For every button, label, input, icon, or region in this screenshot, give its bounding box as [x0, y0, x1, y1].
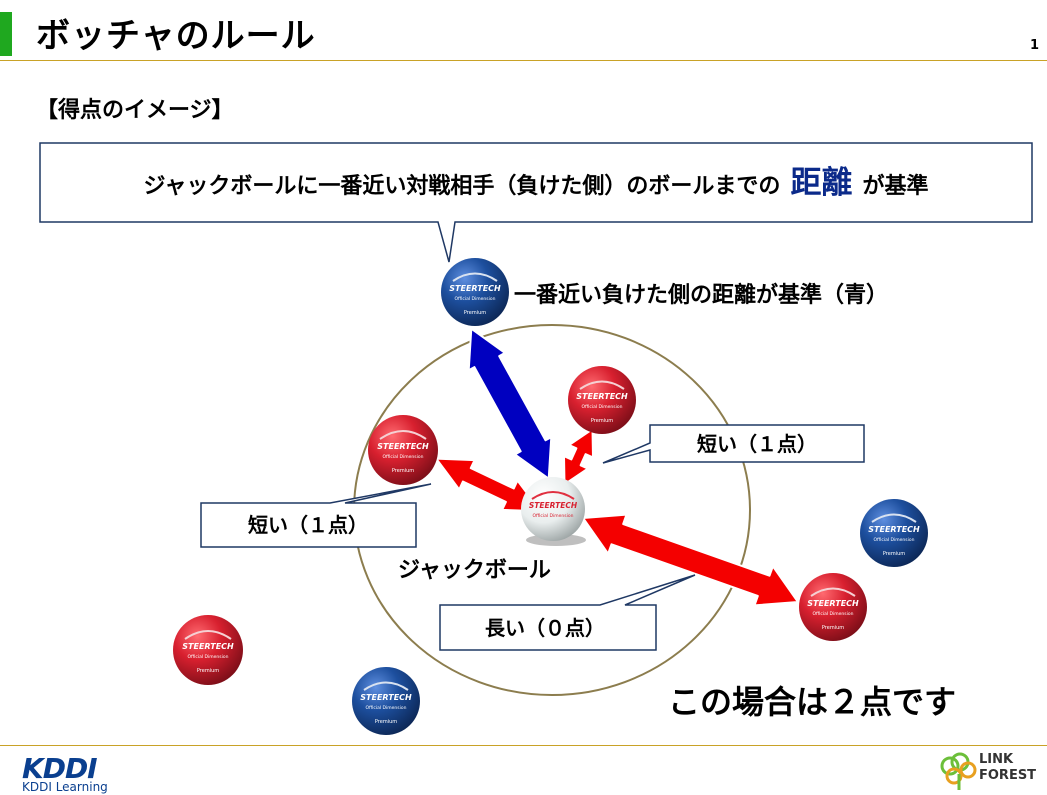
link-forest-logo-text: LINK FOREST	[979, 752, 1039, 784]
arrow-blue-nearest	[467, 327, 553, 480]
ball-logo-swoosh	[871, 513, 917, 523]
ball-red-bottom-left: STEERTECH Official Dimension Premium	[173, 615, 243, 685]
ball-sub: Official Dimension	[582, 404, 623, 410]
ball-red-left: STEERTECH Official Dimension Premium	[368, 415, 438, 485]
label-blue-nearest: 一番近い負けた側の距離が基準（青）	[514, 282, 888, 308]
ball-grade: Premium	[375, 719, 397, 725]
ball-sub: Official Dimension	[383, 454, 424, 460]
section-label: 【得点のイメージ】	[36, 98, 234, 123]
ball-brand: STEERTECH	[576, 392, 628, 401]
main-callout-text-before: ジャックボールに一番近い対戦相手（負けた側）のボールまでの	[144, 173, 781, 199]
ball-sub: Official Dimension	[813, 611, 854, 617]
ball-grade: Premium	[464, 310, 486, 316]
kddi-logo: KDDI	[22, 752, 98, 785]
title-divider	[0, 60, 1047, 61]
ball-logo-swoosh	[363, 681, 409, 691]
ball-brand: STEERTECH	[182, 642, 234, 651]
label-jack: ジャックボール	[398, 558, 551, 583]
callout-short-left-text: 短い（１点）	[248, 513, 368, 537]
ball-red-far-right: STEERTECH Official Dimension Premium	[799, 573, 867, 641]
ball-jack: STEERTECH Official Dimension	[521, 477, 586, 546]
ball-sub: Official Dimension	[366, 705, 407, 711]
arrow-red-short-right	[563, 428, 594, 486]
title-accent-bar	[0, 12, 12, 56]
ball-logo-swoosh	[810, 587, 856, 597]
main-callout-box	[39, 142, 1033, 263]
ball-logo-swoosh	[579, 380, 625, 390]
ball-grade: Premium	[822, 625, 844, 631]
link-forest-tree-icon	[940, 752, 977, 790]
arrow-red-long	[582, 513, 799, 607]
footer-divider	[0, 745, 1047, 746]
ball-grade: Premium	[392, 468, 414, 474]
link-forest-line2: FOREST	[979, 768, 1037, 783]
ball-brand: STEERTECH	[360, 693, 412, 702]
ball-sub: Official Dimension	[455, 296, 496, 302]
ball-sub: Official Dimension	[874, 537, 915, 543]
ball-grade: Premium	[197, 668, 219, 674]
main-callout-emphasis: 距離	[790, 165, 852, 201]
callout-short-right-text: 短い（１点）	[697, 432, 817, 456]
ball-brand: STEERTECH	[807, 599, 859, 608]
page-number: 1	[1030, 38, 1040, 53]
ball-red-upper-right: STEERTECH Official Dimension Premium	[568, 366, 636, 434]
callout-short-right: 短い（１点）	[602, 424, 865, 464]
result-text: この場合は２点です	[668, 683, 956, 721]
ball-blue-bottom: STEERTECH Official Dimension Premium	[352, 667, 420, 735]
callout-long-text: 長い（０点）	[485, 616, 605, 640]
ball-grade: Premium	[591, 418, 613, 424]
slide-title: ボッチャのルール	[36, 16, 316, 56]
callout-short-left: 短い（１点）	[200, 483, 432, 548]
ball-sub: Official Dimension	[188, 654, 229, 660]
ball-brand: STEERTECH	[377, 442, 429, 451]
ball-sub: Official Dimension	[533, 513, 574, 519]
link-forest-line1: LINK	[979, 752, 1014, 767]
main-callout-text: ジャックボールに一番近い対戦相手（負けた側）のボールまでの距離が基準	[144, 165, 929, 201]
ball-logo-swoosh	[531, 491, 575, 500]
ball-brand: STEERTECH	[529, 501, 578, 510]
ball-grade: Premium	[883, 551, 905, 557]
main-callout: ジャックボールに一番近い対戦相手（負けた側）のボールまでの距離が基準	[39, 142, 1033, 263]
ball-blue-top: STEERTECH Official Dimension Premium	[441, 258, 509, 326]
kddi-learning-text: KDDI Learning	[22, 780, 108, 794]
ball-logo-swoosh	[452, 272, 498, 282]
callout-long: 長い（０点）	[439, 574, 696, 651]
ball-logo-swoosh	[184, 630, 232, 640]
ball-brand: STEERTECH	[449, 284, 501, 293]
ball-brand: STEERTECH	[868, 525, 920, 534]
ball-blue-right: STEERTECH Official Dimension Premium	[860, 499, 928, 567]
ball-logo-swoosh	[379, 430, 427, 440]
main-callout-text-after: が基準	[862, 173, 928, 199]
